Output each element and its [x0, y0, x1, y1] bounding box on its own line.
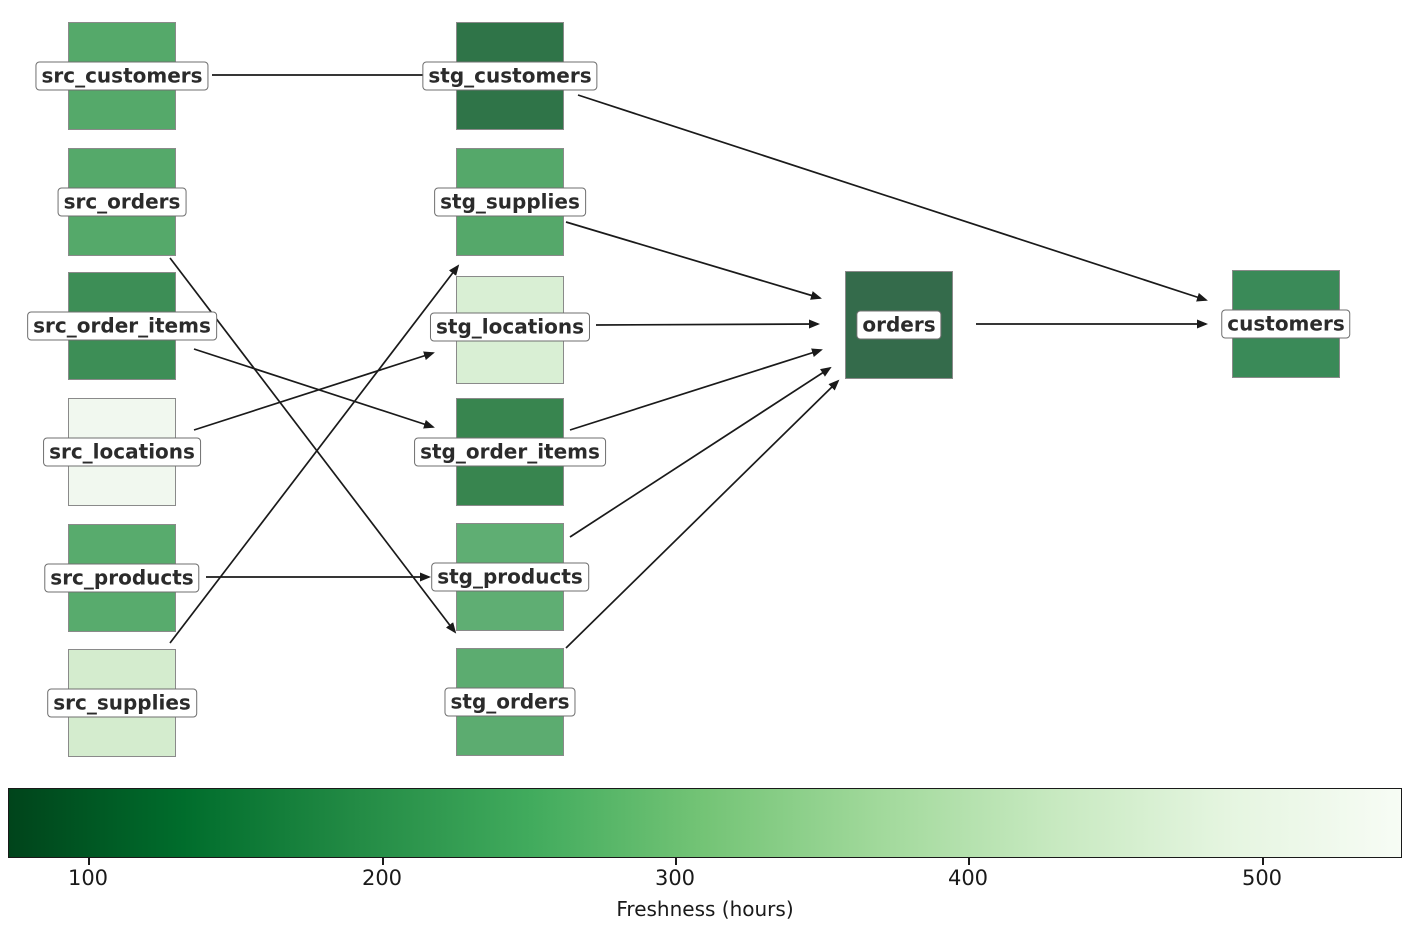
node-label-src_customers: src_customers [35, 61, 209, 91]
edge-stg_locations-to-orders [595, 319, 820, 329]
edge-stg_products-to-orders [569, 366, 832, 538]
edge-stg_customers-to-customers [577, 94, 1208, 302]
edge-src_orders-to-stg_orders [169, 257, 457, 634]
colorbar-tick-label: 300 [654, 866, 696, 890]
colorbar-tick-label: 400 [947, 866, 989, 890]
node-label-src_locations: src_locations [43, 437, 201, 467]
node-label-stg_supplies: stg_supplies [434, 187, 586, 217]
colorbar-tick [382, 858, 384, 865]
colorbar-axis-label: Freshness (hours) [616, 897, 794, 921]
colorbar-tick [968, 858, 970, 865]
node-label-stg_orders: stg_orders [444, 687, 576, 717]
colorbar-tick-label: 500 [1241, 866, 1283, 890]
node-label-customers: customers [1221, 309, 1351, 339]
node-label-stg_locations: stg_locations [429, 312, 591, 342]
colorbar-tick [88, 858, 90, 865]
edge-stg_order_items-to-orders [569, 348, 823, 431]
edge-src_supplies-to-stg_supplies [169, 264, 460, 644]
node-label-src_orders: src_orders [57, 187, 187, 217]
colorbar-tick-label: 100 [67, 866, 109, 890]
edge-src_order_items-to-stg_order_items [193, 348, 435, 429]
node-label-src_order_items: src_order_items [27, 311, 217, 341]
colorbar-tick [675, 858, 677, 865]
edge-stg_orders-to-orders [565, 379, 840, 649]
colorbar-tick-label: 200 [361, 866, 403, 890]
edge-stg_supplies-to-orders [565, 221, 822, 300]
node-label-orders: orders [856, 310, 942, 340]
edge-src_locations-to-stg_locations [193, 351, 435, 431]
node-label-stg_order_items: stg_order_items [414, 437, 606, 467]
node-label-stg_products: stg_products [431, 562, 589, 592]
node-label-src_supplies: src_supplies [47, 688, 197, 718]
node-label-stg_customers: stg_customers [422, 61, 598, 91]
node-label-src_products: src_products [44, 563, 200, 593]
colorbar-tick [1262, 858, 1264, 865]
freshness-colorbar [8, 788, 1402, 858]
